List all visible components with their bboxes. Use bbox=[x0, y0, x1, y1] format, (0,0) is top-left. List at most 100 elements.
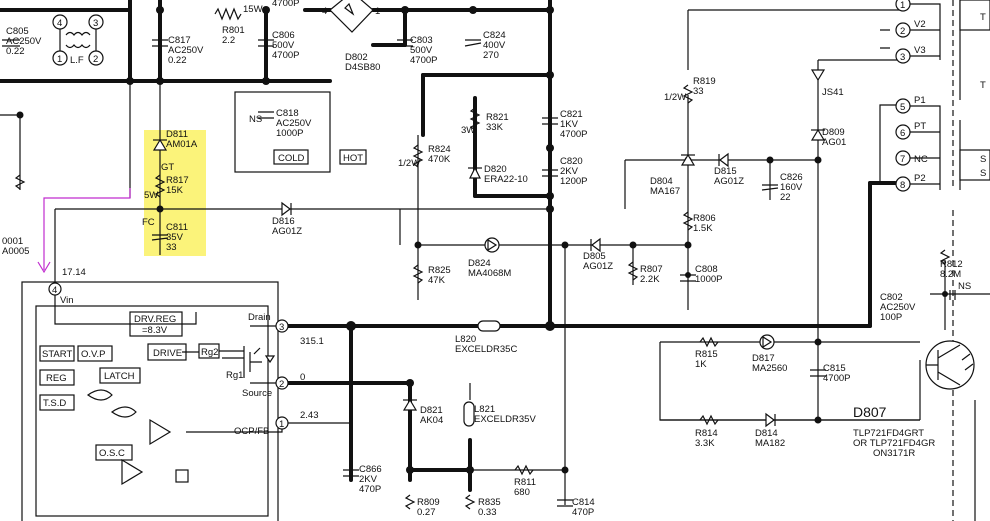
transformer-T bbox=[895, 0, 990, 192]
label-C866-v: 2KV bbox=[359, 474, 378, 485]
label-C826-v: 160V bbox=[780, 182, 803, 193]
label-C811-c: 33 bbox=[166, 242, 177, 253]
label-C866-c: 470P bbox=[359, 484, 381, 495]
ic-rg2: Rg2 bbox=[201, 347, 218, 358]
label-C802-ref: C802 bbox=[880, 292, 903, 303]
label-D805-ref: D805 bbox=[583, 251, 606, 262]
label-C821-ref: C821 bbox=[560, 109, 583, 120]
label-R817-rating: 5W bbox=[144, 190, 158, 201]
line-filter-choke bbox=[52, 14, 104, 66]
ic-drive: DRIVE bbox=[153, 348, 182, 359]
label-R801-ref: R801 bbox=[222, 25, 245, 36]
label-D817-ref: D817 bbox=[752, 353, 775, 364]
label-R819-val: 33 bbox=[693, 86, 704, 97]
label-R824-ref: R824 bbox=[428, 144, 451, 155]
label-C811-fc: FC bbox=[142, 217, 155, 228]
label-C806-c: 4700P bbox=[272, 50, 299, 61]
ic-drain-voltage: 315.1 bbox=[300, 336, 324, 347]
label-D811-ref: D811 bbox=[166, 129, 188, 140]
label-C817-v: AC250V bbox=[168, 45, 204, 56]
label-R811-val: 680 bbox=[514, 487, 530, 498]
label-D817-val: MA2560 bbox=[752, 363, 787, 374]
label-C802-v: AC250V bbox=[880, 302, 916, 313]
ic-drvreg-1: DRV.REG bbox=[134, 314, 176, 325]
label-R815-ref: R815 bbox=[695, 349, 718, 360]
label-D820-ref: D820 bbox=[484, 164, 507, 175]
label-R812-ref: R812 bbox=[940, 259, 963, 270]
label-R815-val: 1K bbox=[695, 359, 707, 370]
label-trafo-pin6: 6 bbox=[900, 128, 905, 139]
label-C806-top: 4700P bbox=[272, 0, 299, 9]
label-C820-c: 1200P bbox=[560, 176, 587, 187]
label-R825-ref: R825 bbox=[428, 265, 451, 276]
label-D816-val: AG01Z bbox=[272, 226, 302, 237]
ic-ocp-label: OCP/FB bbox=[234, 426, 269, 437]
label-C803-c: 4700P bbox=[410, 55, 437, 66]
cold-label-box bbox=[273, 149, 309, 165]
ic-start: START bbox=[42, 349, 72, 360]
ic-tsd: T.S.D bbox=[43, 398, 66, 409]
ic-pin1-label: 1 bbox=[279, 419, 284, 430]
bridge-rectifier-D802 bbox=[329, 0, 374, 33]
label-L820-ref: L820 bbox=[455, 334, 476, 345]
label-C808-ref: C808 bbox=[695, 264, 718, 275]
label-C817-c: 0.22 bbox=[168, 55, 187, 66]
label-C802-ns: NS bbox=[958, 281, 971, 292]
ic-pin4-label: 4 bbox=[52, 285, 57, 296]
hot-label-box bbox=[339, 149, 367, 165]
label-D816-ref: D816 bbox=[272, 216, 295, 227]
label-R811-ref: R811 bbox=[514, 477, 536, 488]
label-D807-ref: D807 bbox=[853, 404, 887, 420]
thin-wires bbox=[0, 9, 990, 521]
label-LF: L.F bbox=[70, 55, 84, 66]
label-C802-c: 100P bbox=[880, 312, 902, 323]
label-right-s1: S bbox=[980, 154, 986, 165]
label-D820-val: ERA22-10 bbox=[484, 174, 528, 185]
label-R835-ref: R835 bbox=[478, 497, 501, 508]
label-C806-v: 500V bbox=[272, 40, 295, 51]
label-R824-val: 470K bbox=[428, 154, 451, 165]
ic-source-label: Source bbox=[242, 388, 272, 399]
label-R817-val: 15K bbox=[166, 185, 184, 196]
label-trafo-pin2: 2 bbox=[900, 26, 905, 37]
label-trafo-p2: P2 bbox=[914, 173, 926, 184]
label-R819-ref: R819 bbox=[693, 76, 716, 87]
ic-drain-label: Drain bbox=[248, 312, 271, 323]
label-C805-c: 0.22 bbox=[6, 46, 25, 57]
label-L821-ref: L821 bbox=[474, 404, 495, 415]
optocoupler-D807 bbox=[925, 340, 975, 390]
bold-wires bbox=[0, 0, 897, 492]
label-D804-ref: D804 bbox=[650, 176, 673, 187]
label-C824-ref: C824 bbox=[483, 30, 506, 41]
label-C866-ref: C866 bbox=[359, 464, 382, 475]
label-R821-ref: R821 bbox=[486, 112, 509, 123]
label-C803-v: 500V bbox=[410, 45, 433, 56]
label-trafo-p1: P1 bbox=[914, 95, 926, 106]
label-C826-ref: C826 bbox=[780, 172, 803, 183]
label-R807-ref: R807 bbox=[640, 264, 663, 275]
label-D807-l2: OR TLP721FD4GR bbox=[853, 438, 935, 449]
label-R817-ref: R817 bbox=[166, 175, 189, 186]
label-L821-val: EXCELDR35V bbox=[474, 414, 536, 425]
label-D821-val: AK04 bbox=[420, 415, 443, 426]
label-R806-val: 1.5K bbox=[693, 223, 713, 234]
ic-vin-voltage: 17.14 bbox=[62, 267, 86, 278]
annotation-line bbox=[43, 188, 131, 270]
label-C818-ns: NS bbox=[249, 114, 262, 125]
label-C803-ref: C803 bbox=[410, 35, 433, 46]
label-C824-v: 400V bbox=[483, 40, 506, 51]
label-D815-val: AG01Z bbox=[714, 176, 744, 187]
label-C808-c: 1000P bbox=[695, 274, 722, 285]
label-D805-val: AG01Z bbox=[583, 261, 613, 272]
diode-symbols bbox=[152, 69, 826, 428]
label-trafo-v2: V2 bbox=[914, 19, 926, 30]
label-JS41: JS41 bbox=[822, 87, 844, 98]
label-C811-ref: C811 bbox=[166, 222, 188, 233]
ic-ovp: O.V.P bbox=[81, 349, 105, 360]
label-trafo-pin5: 5 bbox=[900, 102, 905, 113]
ic-pin2-label: 2 bbox=[279, 379, 284, 390]
capacitor-symbols bbox=[2, 39, 826, 507]
label-C820-v: 2KV bbox=[560, 166, 579, 177]
label-hot: HOT bbox=[343, 153, 363, 164]
